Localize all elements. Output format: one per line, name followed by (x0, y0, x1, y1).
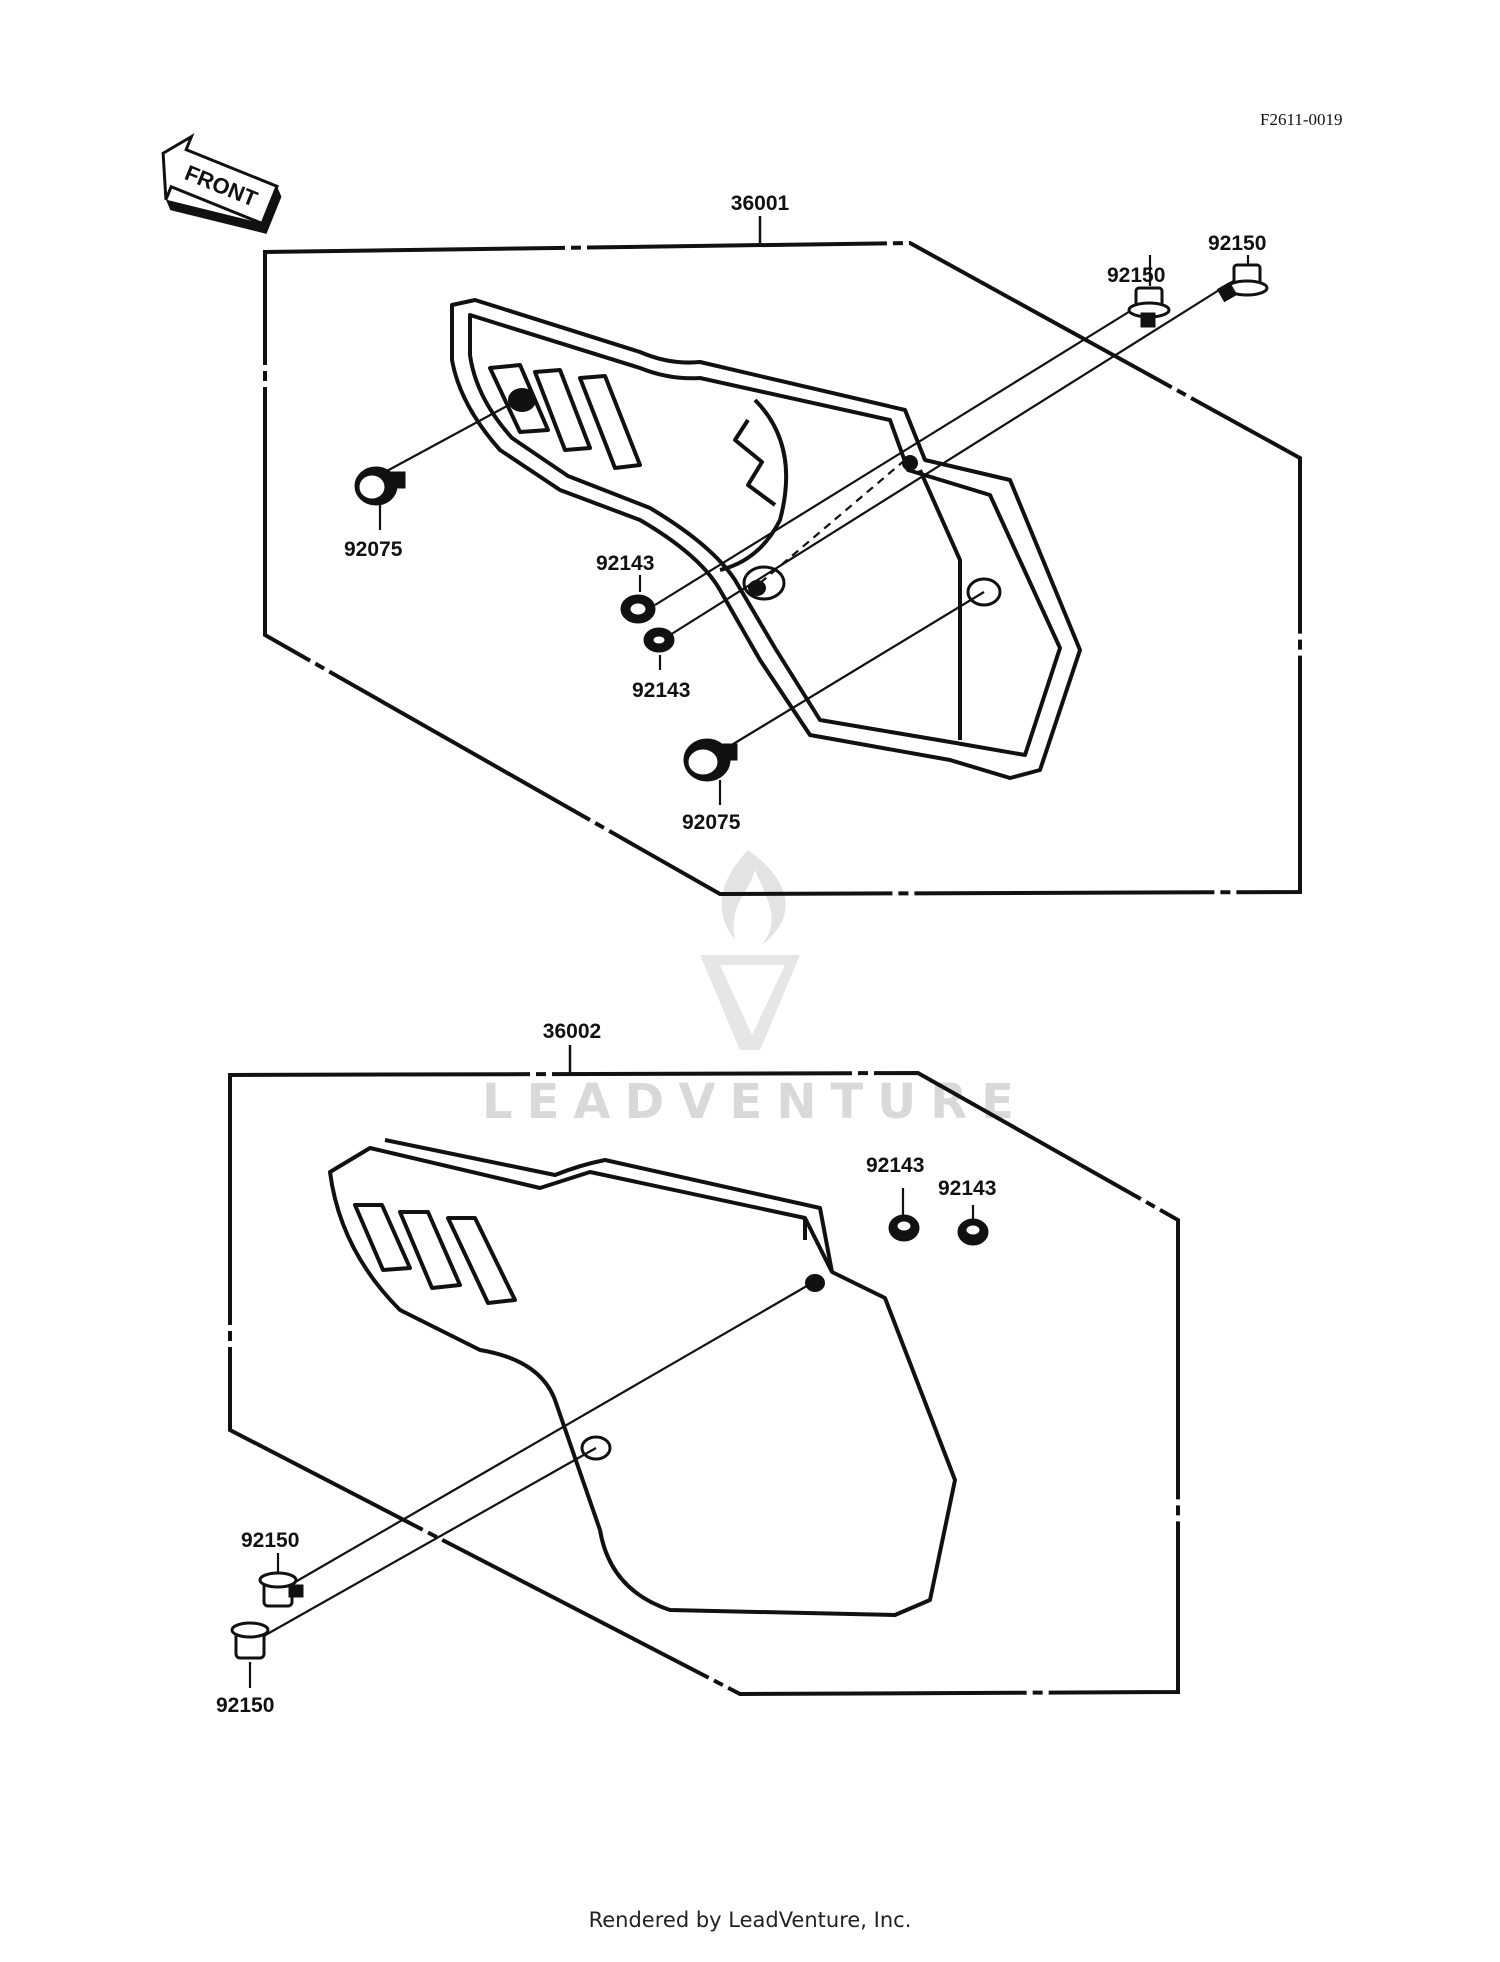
front-arrow: FRONT (161, 133, 282, 234)
part-label: 92075 (344, 538, 403, 561)
group-frame (228, 1070, 1180, 1697)
grommet-icon (683, 738, 738, 782)
bolt-icon (258, 1571, 304, 1608)
grommet-icon (354, 466, 406, 506)
part-label: 92143 (866, 1154, 924, 1177)
hardware-2 (230, 1214, 989, 1660)
side-cover-left (450, 298, 1082, 780)
group-frame (263, 240, 1302, 897)
part-label: 92150 (241, 1529, 299, 1552)
part-label: 92075 (682, 811, 741, 834)
leader-lines-2 (248, 1188, 975, 1688)
side-cover-right (328, 1138, 957, 1617)
watermark-flame-icon (721, 850, 786, 945)
footer-credit: Rendered by LeadVenture, Inc. (588, 1908, 912, 1932)
collar-icon (888, 1214, 920, 1242)
part-label: 92143 (596, 552, 654, 575)
collar-icon (643, 627, 675, 653)
reference-code: F2611-0019 (1260, 110, 1343, 129)
bolt-icon (1127, 286, 1171, 328)
group-36002 (228, 1045, 1180, 1697)
watermark: LEADVENTURE (482, 850, 1028, 1130)
part-label: 92150 (1107, 264, 1165, 287)
part-label: 92150 (1208, 232, 1266, 255)
assembly-label: 36002 (543, 1020, 601, 1043)
watermark-v-icon (700, 955, 800, 1050)
part-label: 92143 (632, 679, 690, 702)
assembly-label: 36001 (731, 192, 790, 215)
group-36001 (263, 216, 1302, 897)
collar-icon (620, 594, 656, 624)
bolt-icon (230, 1621, 270, 1660)
part-label: 92143 (938, 1177, 996, 1200)
part-label: 92150 (216, 1694, 274, 1717)
watermark-text: LEADVENTURE (482, 1074, 1028, 1130)
leader-lines-1 (378, 255, 1250, 805)
bolt-icon (1216, 263, 1269, 303)
hardware-1 (354, 263, 1269, 782)
collar-icon (957, 1218, 989, 1246)
